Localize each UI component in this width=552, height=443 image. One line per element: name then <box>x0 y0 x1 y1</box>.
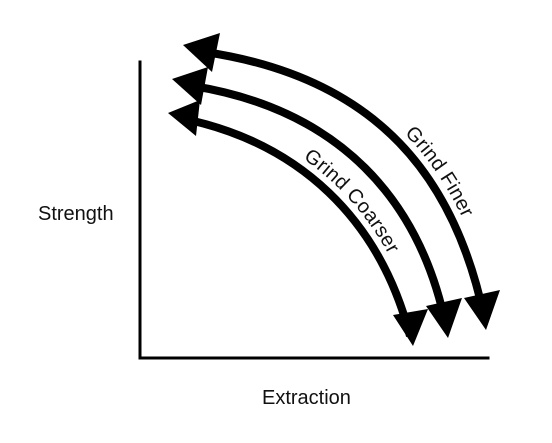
grind-coarser-label: Grind Coarser <box>300 145 404 257</box>
inner-arrow-head-end <box>393 309 428 346</box>
outer-arrow-head-end <box>464 290 500 330</box>
outer-arrow-curve <box>204 48 488 317</box>
x-axis-label: Extraction <box>262 387 351 409</box>
middle-arrow-head-start <box>172 67 208 105</box>
inner-arrow-head-start <box>168 100 200 136</box>
middle-arrow-curve <box>192 82 450 327</box>
outer-arrow-head-start <box>183 33 220 72</box>
y-axis-label: Strength <box>38 203 114 225</box>
middle-arrow-head-end <box>426 298 462 338</box>
inner-arrow-curve <box>179 114 414 338</box>
grind-finer-label: Grind Finer <box>401 122 478 221</box>
